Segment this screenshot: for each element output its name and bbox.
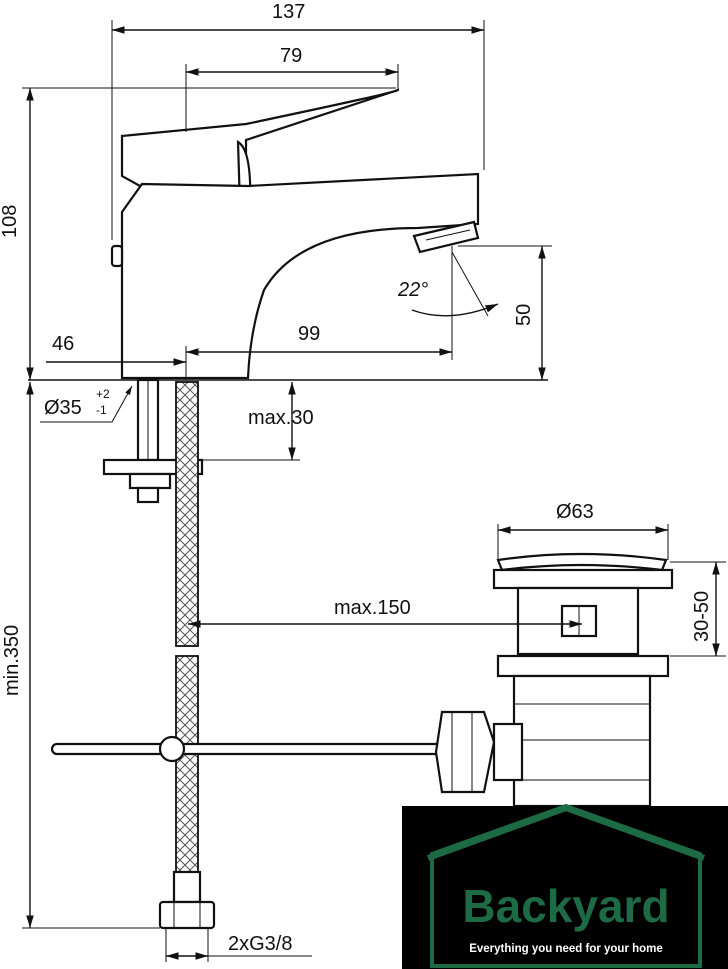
dim-base-offset: 46 (52, 333, 74, 355)
logo-brand-text: Backyard (462, 880, 669, 932)
flexible-hose (158, 381, 216, 930)
dim-spout-reach: 99 (298, 323, 320, 345)
fixing-assembly (102, 378, 204, 504)
dim-overall-width: 137 (272, 1, 305, 23)
waste-valve (434, 552, 674, 808)
dim-lever-width: 79 (280, 45, 302, 67)
dim-height: 108 (0, 205, 21, 238)
dim-connection: 2xG3/8 (228, 933, 292, 955)
faucet-body (110, 88, 480, 380)
dimension-lines (22, 20, 726, 962)
dim-spout-height: 50 (513, 304, 535, 326)
dim-pop-up-distance: max.150 (334, 597, 411, 619)
dim-spout-angle: 22° (397, 279, 428, 301)
dim-hole-tol-plus: +2 (96, 387, 110, 401)
dim-hole-diameter: Ø35 (44, 397, 82, 419)
dim-hole-tol-minus: -1 (96, 403, 107, 417)
dim-hose-length: min.350 (1, 625, 23, 696)
pop-up-rod (50, 735, 444, 763)
logo-tagline: Everything you need for your home (469, 943, 663, 955)
backyard-logo: Backyard Everything you need for your ho… (402, 803, 728, 969)
dim-waste-diameter: Ø63 (556, 501, 594, 523)
dim-deck-thickness: max.30 (248, 407, 314, 429)
dim-waste-adjust: 30-50 (691, 591, 713, 642)
